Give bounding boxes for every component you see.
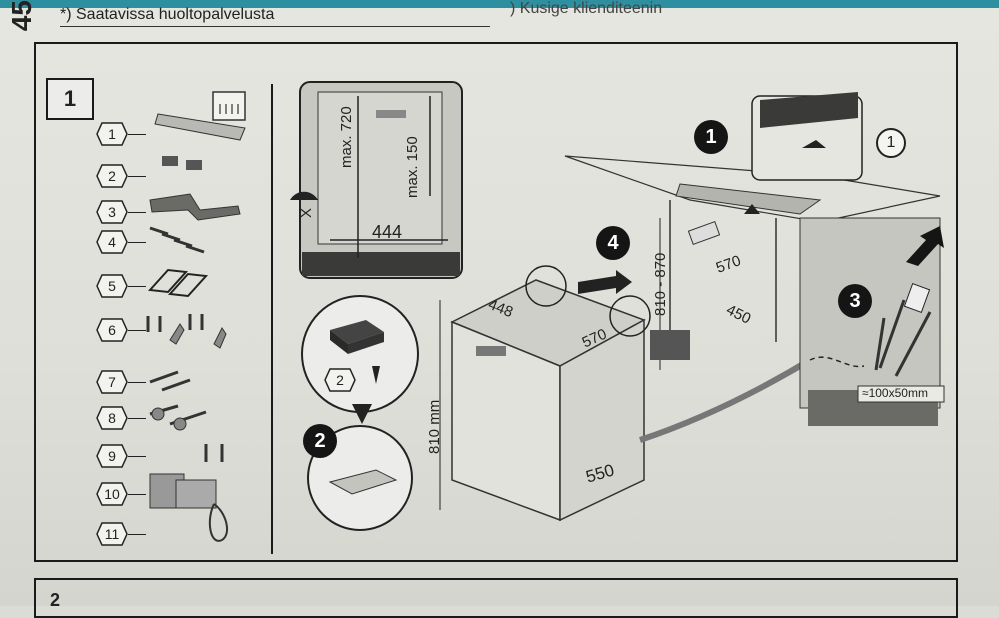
part-2-pad — [162, 156, 178, 166]
part-6-screws-clips — [146, 314, 227, 349]
part-5-films — [147, 268, 209, 298]
part-leader-line — [128, 382, 146, 383]
dishwasher-side — [559, 318, 645, 522]
part-4-screws — [149, 226, 205, 254]
step-2-circle: 2 — [303, 424, 337, 458]
part-leader-line — [128, 330, 146, 331]
cutout-box — [857, 385, 945, 403]
footnote-underline — [60, 26, 490, 27]
left-plinth — [650, 330, 690, 360]
down-arrow-small-icon — [372, 366, 380, 384]
part-5-label: 5 — [96, 274, 128, 298]
part-7-screws — [149, 370, 191, 392]
part-10-label: 10 — [96, 482, 128, 506]
part-9-screws — [204, 444, 224, 462]
countertop-edge — [675, 183, 822, 215]
part-leader-line — [128, 242, 146, 243]
appliance-height-label: 810 mm — [426, 399, 443, 454]
niche-height-label: max. 720 — [338, 106, 355, 168]
part-leader-line — [128, 176, 146, 177]
step-1-frame — [34, 42, 958, 562]
part-leader-line — [128, 418, 146, 419]
part-leader-line — [128, 456, 146, 457]
part-2-pad — [186, 160, 202, 170]
cabinet-height-label: 810 - 870 — [652, 252, 669, 316]
part-1-strip — [154, 113, 246, 141]
niche-floor — [302, 252, 460, 276]
part-leader-line — [128, 494, 146, 495]
up-arrow-cabinet-icon — [744, 204, 760, 214]
down-arrow-icon — [352, 404, 372, 424]
detail-hex-2: 2 — [324, 368, 356, 392]
niche-pipe — [290, 191, 318, 200]
part-2-label: 2 — [96, 164, 128, 188]
part-leader-line — [128, 134, 146, 135]
parts-divider — [271, 84, 273, 554]
arrow-right-icon — [578, 270, 632, 294]
detail-ring-right — [609, 295, 651, 337]
step-2-number: 2 — [50, 590, 61, 610]
part-10-brackets — [149, 473, 217, 509]
part-4-label: 4 — [96, 230, 128, 254]
part-6-label: 6 — [96, 318, 128, 342]
detail-ring-left — [525, 265, 567, 307]
screw-bag-icon — [212, 91, 246, 121]
part-3-label: 3 — [96, 200, 128, 224]
part-8-label: 8 — [96, 406, 128, 430]
step-number-box: 1 — [46, 78, 94, 120]
top-edge-strip — [0, 0, 999, 8]
part-1-label: 1 — [96, 122, 128, 146]
cutout-size-label: ≈100x50mm — [862, 386, 928, 400]
part-11-label: 11 — [96, 522, 128, 546]
up-right-arrow-icon — [906, 226, 944, 266]
part-leader-line — [128, 212, 146, 213]
footnote-text: *) Saatavissa huoltopalvelusta — [60, 6, 275, 23]
footnote-right-text: ) Kusige klienditeenin — [510, 0, 663, 17]
step-2-frame — [34, 578, 958, 618]
part-9-label: 9 — [96, 444, 128, 468]
step-4-circle: 4 — [596, 226, 630, 260]
callout-3-circle: 3 — [838, 284, 872, 318]
side-cabinet — [799, 217, 941, 409]
callout-1-circle: 1 — [694, 120, 728, 154]
part-11-clip — [208, 503, 229, 542]
part-3-bracket — [149, 193, 241, 221]
part-leader-line — [128, 534, 146, 535]
part-leader-line — [128, 286, 146, 287]
niche-top-label: max. 150 — [404, 136, 421, 198]
part-8-screws — [149, 404, 207, 431]
callout-1-ring: 1 — [876, 128, 906, 158]
niche-top-slot — [376, 110, 406, 118]
niche-x-label: X — [298, 207, 315, 218]
niche-width-label: 444 — [372, 222, 403, 242]
hoses — [639, 357, 812, 443]
wall-bracket — [687, 220, 721, 246]
pad-top — [330, 320, 384, 344]
up-arrow-icon — [802, 140, 826, 148]
part-7-label: 7 — [96, 370, 128, 394]
tap-hose-fittings — [874, 299, 932, 377]
detail-circle-pad — [301, 295, 419, 413]
